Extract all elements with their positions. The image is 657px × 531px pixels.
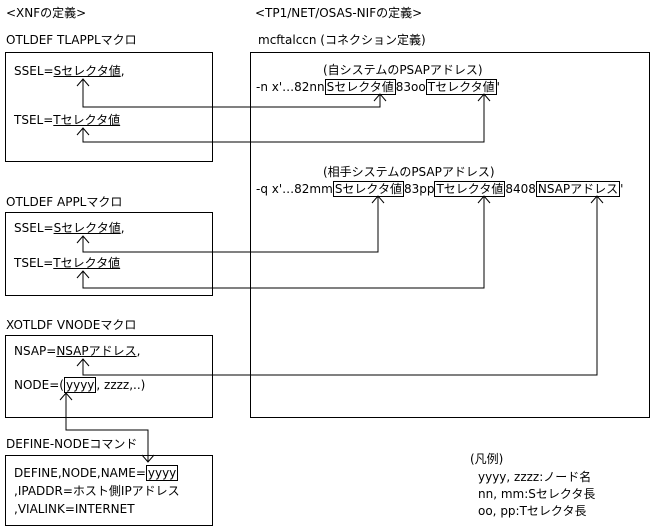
arrowhead bbox=[76, 358, 90, 367]
vnode-nsap-suffix: , bbox=[136, 344, 141, 358]
arrowhead bbox=[76, 235, 90, 244]
arrow-tlappl-ssel bbox=[82, 79, 381, 108]
appl-tsel-line: TSEL=Tセレクタ値 bbox=[14, 256, 120, 270]
vnode-node-value: yyyy bbox=[63, 377, 97, 393]
tlappl-ssel-prefix: SSEL= bbox=[14, 64, 54, 78]
vnode-node-suffix: , zzzz,..) bbox=[96, 378, 146, 392]
vnode-node-line: NODE=(yyyy, zzzz,..) bbox=[14, 377, 146, 393]
define-node-line3: ,VIALINK=INTERNET bbox=[14, 502, 135, 516]
arrow-tlappl-tsel bbox=[82, 94, 485, 143]
appl-tsel-value: Tセレクタ値 bbox=[53, 256, 121, 270]
own-tsel-value: Tセレクタ値 bbox=[425, 79, 497, 95]
peer-mid2: 8408 bbox=[505, 182, 536, 196]
peer-end: ' bbox=[620, 182, 624, 196]
appl-ssel-suffix: , bbox=[120, 221, 125, 235]
xnf-header: <XNFの定義> bbox=[6, 6, 87, 20]
appl-ssel-line: SSEL=Sセレクタ値, bbox=[14, 221, 125, 235]
arrowhead bbox=[373, 93, 387, 102]
define-node-line1-prefix: DEFINE,NODE,NAME= bbox=[14, 466, 146, 480]
arrowhead bbox=[590, 195, 604, 204]
appl-tsel-prefix: TSEL= bbox=[14, 256, 54, 270]
vnode-nsap-line: NSAP=NSAPアドレス, bbox=[14, 344, 140, 358]
own-mid: 83oo bbox=[395, 80, 426, 94]
arrow-vnode-nsap bbox=[82, 196, 598, 376]
vnode-nsap-value: NSAPアドレス bbox=[56, 344, 137, 358]
arrowhead bbox=[141, 454, 155, 463]
legend-item: nn, mm:Sセレクタ長 bbox=[478, 487, 596, 501]
define-node-line1: DEFINE,NODE,NAME=yyyy bbox=[14, 465, 179, 481]
vnode-title: XOTLDF VNODEマクロ bbox=[6, 318, 137, 332]
define-node-title: DEFINE-NODEコマンド bbox=[6, 437, 138, 451]
vnode-nsap-prefix: NSAP= bbox=[14, 344, 57, 358]
legend-title: (凡例) bbox=[470, 452, 504, 466]
tlappl-tsel-value: Tセレクタ値 bbox=[53, 113, 121, 127]
tp1-header: <TP1/NET/OSAS-NIFの定義> bbox=[255, 6, 423, 20]
vnode-node-prefix: NODE=( bbox=[14, 378, 64, 392]
arrowhead bbox=[76, 270, 90, 279]
arrow-node-name bbox=[65, 393, 149, 462]
mcftalccn-title: mcftalccn (コネクション定義) bbox=[258, 33, 426, 47]
peer-psap-caption: (相手システムのPSAPアドレス) bbox=[323, 165, 495, 179]
peer-tsel-value: Tセレクタ値 bbox=[434, 181, 506, 197]
appl-box bbox=[5, 212, 213, 296]
arrowhead bbox=[59, 392, 73, 401]
own-end: ' bbox=[496, 80, 500, 94]
arrowhead bbox=[477, 93, 491, 102]
arrow-appl-ssel bbox=[82, 196, 379, 253]
define-node-line2: ,IPADDR=ホスト側IPアドレス bbox=[14, 484, 180, 498]
arrowhead bbox=[76, 78, 90, 87]
own-prefix: -n x'…82nn bbox=[256, 80, 325, 94]
arrowhead bbox=[76, 127, 90, 136]
peer-prefix: -q x'…82mm bbox=[256, 182, 333, 196]
own-ssel-value: Sセレクタ値 bbox=[324, 79, 396, 95]
tlappl-ssel-suffix: , bbox=[120, 64, 125, 78]
arrow-appl-tsel bbox=[82, 196, 485, 289]
peer-ssel-value: Sセレクタ値 bbox=[332, 181, 404, 197]
define-node-name-value: yyyy bbox=[145, 465, 179, 481]
tlappl-tsel-line: TSEL=Tセレクタ値 bbox=[14, 113, 120, 127]
vnode-box bbox=[5, 335, 213, 418]
legend-item: yyyy, zzzz:ノード名 bbox=[478, 470, 592, 484]
arrowhead bbox=[477, 195, 491, 204]
define-node-box bbox=[5, 455, 213, 526]
appl-ssel-prefix: SSEL= bbox=[14, 221, 54, 235]
appl-title: OTLDEF APPLマクロ bbox=[6, 195, 123, 209]
legend-item: oo, pp:Tセレクタ長 bbox=[478, 504, 587, 518]
peer-mid1: 83pp bbox=[403, 182, 435, 196]
mcftalccn-box bbox=[250, 52, 650, 418]
tlappl-ssel-line: SSEL=Sセレクタ値, bbox=[14, 64, 125, 78]
arrowhead bbox=[371, 195, 385, 204]
tlappl-title: OTLDEF TLAPPLマクロ bbox=[6, 33, 137, 47]
tlappl-tsel-prefix: TSEL= bbox=[14, 113, 54, 127]
own-psap-caption: (自システムのPSAPアドレス) bbox=[323, 63, 483, 77]
tlappl-ssel-value: Sセレクタ値 bbox=[53, 64, 121, 78]
appl-ssel-value: Sセレクタ値 bbox=[53, 221, 121, 235]
peer-nsap-value: NSAPアドレス bbox=[535, 181, 621, 197]
